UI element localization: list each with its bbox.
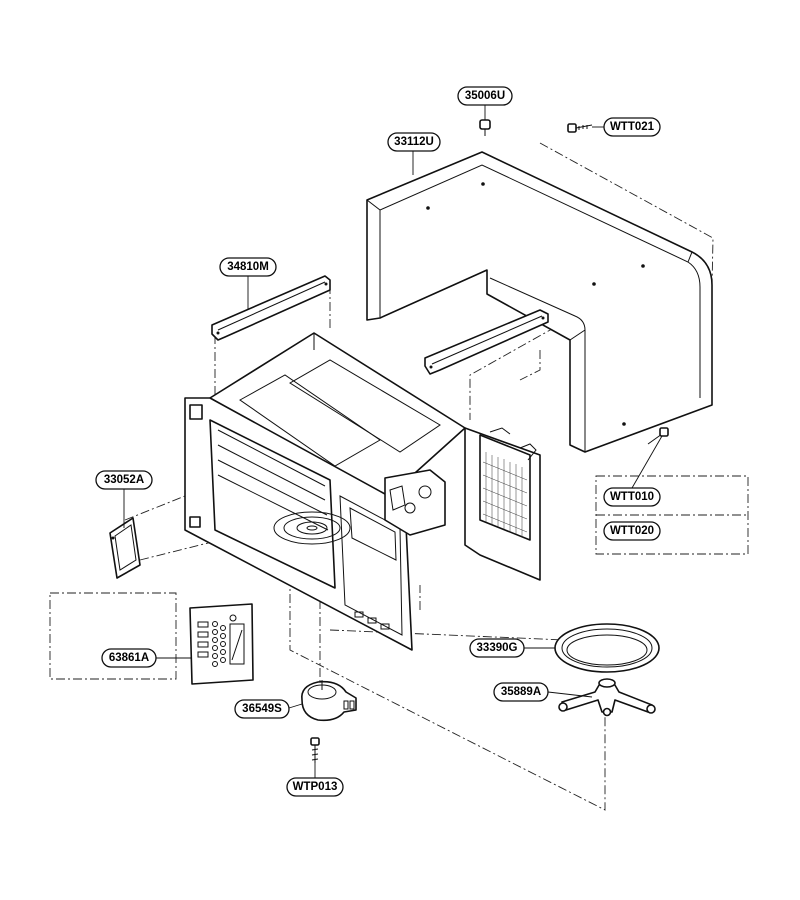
side-screw [647, 427, 669, 445]
callout-33390G-text: 33390G [477, 642, 518, 654]
callout-34810M: 34810M [219, 257, 277, 277]
turntable-motor [301, 680, 357, 722]
label-group-box [49, 592, 177, 680]
top-screw [479, 119, 491, 136]
chassis [184, 332, 541, 651]
callout-36549S: 36549S [234, 699, 290, 719]
callout-33390G: 33390G [469, 638, 525, 658]
waveguide-cover [109, 517, 141, 579]
callout-WTP013-text: WTP013 [293, 781, 338, 793]
right-rail [424, 309, 549, 375]
callout-33112U-text: 33112U [394, 136, 434, 148]
callout-WTT020: WTT020 [603, 521, 661, 541]
callout-WTT021: WTT021 [603, 117, 661, 137]
callout-WTP013: WTP013 [286, 777, 344, 797]
roller-guide [558, 678, 656, 717]
outer-case [366, 151, 713, 453]
rear-screw [567, 123, 593, 133]
callout-35889A-text: 35889A [501, 686, 541, 698]
callout-36549S-text: 36549S [242, 703, 282, 715]
callout-WTT021-text: WTT021 [610, 121, 655, 133]
callout-34810M-text: 34810M [227, 261, 269, 273]
control-label-sticker [189, 603, 254, 685]
motor-screw [310, 737, 320, 763]
callout-WTT010: WTT010 [603, 487, 661, 507]
callout-33112U: 33112U [387, 132, 441, 152]
callout-63861A-text: 63861A [109, 652, 149, 664]
callout-WTT020-text: WTT020 [610, 525, 654, 537]
callout-33052A: 33052A [95, 470, 153, 490]
callout-WTT010-text: WTT010 [610, 491, 654, 503]
ventilation-mesh [482, 452, 528, 537]
left-rail [211, 275, 331, 341]
callout-35006U-text: 35006U [465, 90, 505, 102]
glass-tray [554, 623, 660, 673]
callout-33052A-text: 33052A [104, 474, 144, 486]
leader-lines [123, 105, 663, 778]
callout-35889A: 35889A [493, 682, 549, 702]
callout-35006U: 35006U [457, 86, 513, 106]
screw-group-box [595, 475, 749, 555]
callout-63861A: 63861A [101, 648, 157, 668]
